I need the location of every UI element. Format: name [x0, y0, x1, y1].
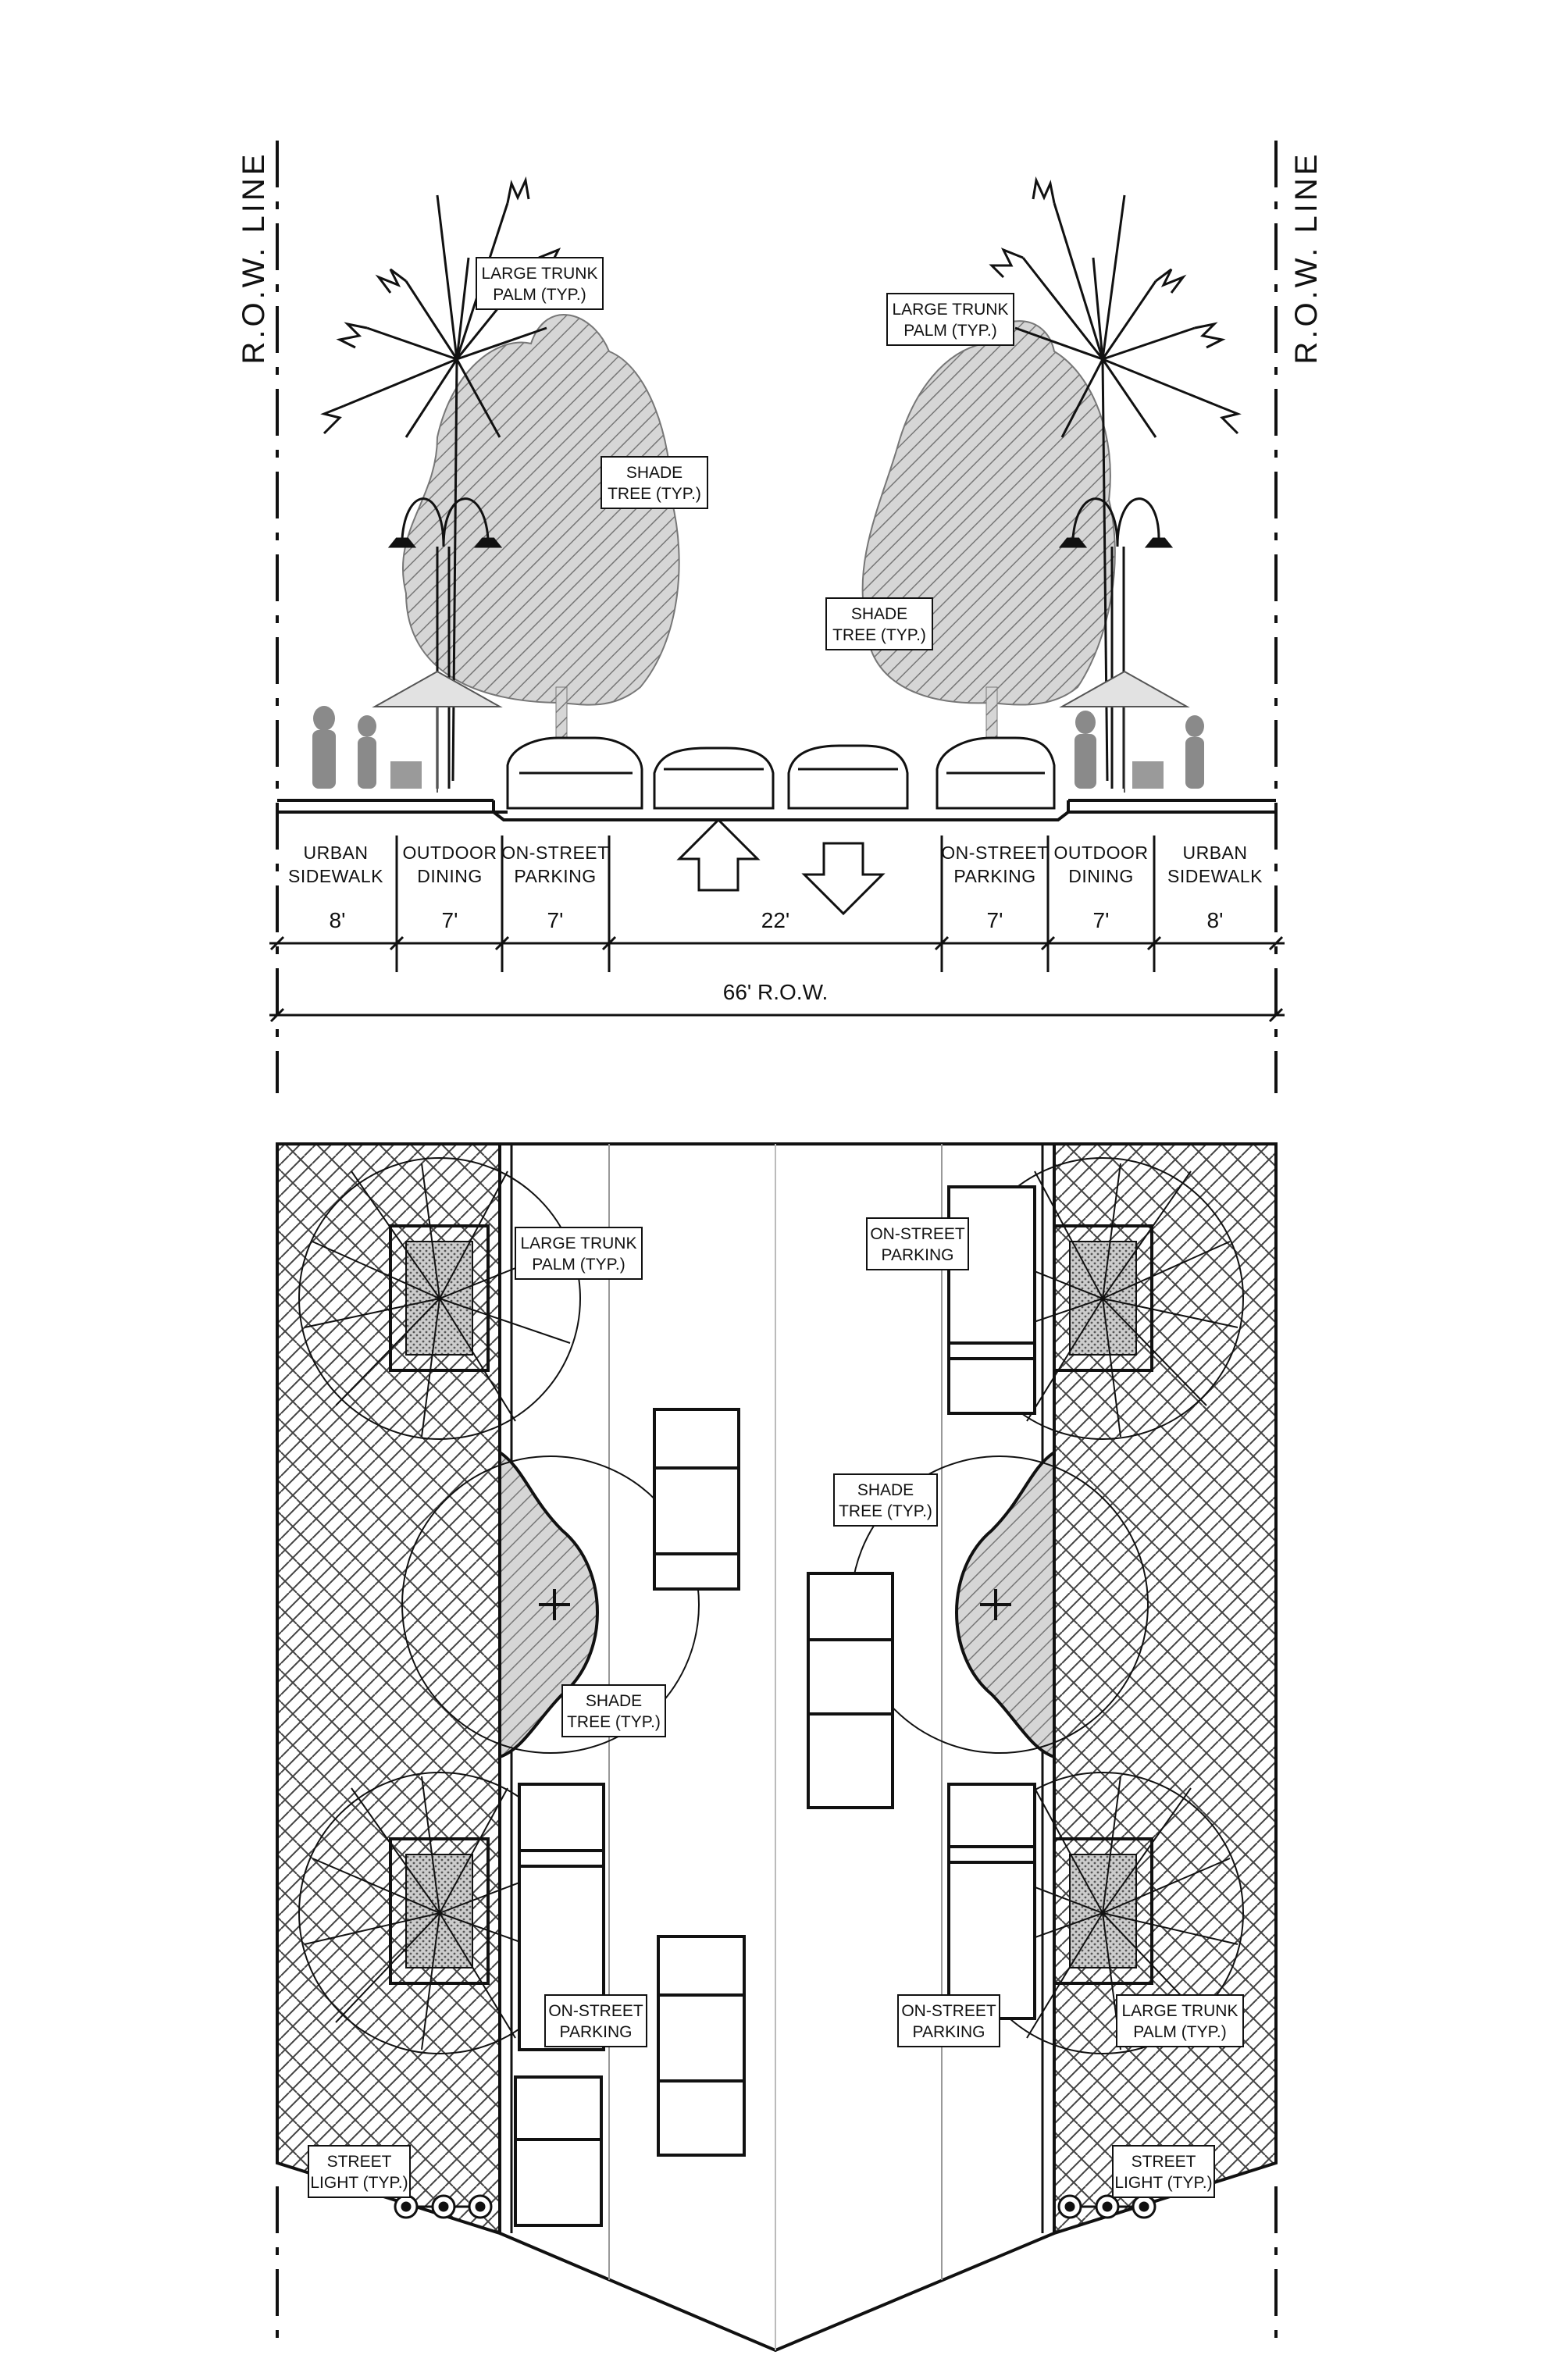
outdoor-dining-right — [1059, 670, 1204, 793]
plan-palm-top-left — [298, 1157, 581, 1440]
row-line-label-right: R.O.W. LINE — [1289, 151, 1324, 365]
zone-dimension-line — [269, 935, 1285, 951]
plan-callout-parking-bottom-right: ON-STREET PARKING — [897, 1994, 1000, 2047]
plan-cars — [514, 1185, 1036, 2227]
svg-text:PARKING: PARKING — [560, 2023, 633, 2041]
total-row-label: 66' R.O.W. — [723, 980, 829, 1004]
zone-labels: URBAN SIDEWALK OUTDOOR DINING ON-STREET … — [288, 843, 1263, 886]
row-line-label-left: R.O.W. LINE — [237, 151, 271, 365]
zone-width-7: 8' — [1207, 908, 1224, 932]
svg-text:PALM (TYP.): PALM (TYP.) — [903, 322, 996, 340]
plan-palm-bottom-right — [961, 1772, 1244, 2054]
zone-label-2a: OUTDOOR — [402, 843, 497, 863]
zone-label-7a: URBAN — [1182, 843, 1247, 863]
svg-text:TREE (TYP.): TREE (TYP.) — [832, 626, 926, 644]
plan-callout-parking-top-right: ON-STREET PARKING — [866, 1217, 969, 1270]
palm-right — [989, 176, 1242, 782]
zone-width-3: 7' — [547, 908, 564, 932]
plan-callout-shade-right: SHADE TREE (TYP.) — [833, 1473, 938, 1527]
zone-dividers — [395, 835, 1156, 972]
zone-label-7b: SIDEWALK — [1167, 866, 1263, 886]
zone-label-3b: PARKING — [514, 866, 596, 886]
car-parked-left — [506, 736, 643, 810]
svg-text:PALM (TYP.): PALM (TYP.) — [493, 286, 586, 304]
zone-label-6b: DINING — [1068, 866, 1134, 886]
zone-label-3a: ON-STREET — [501, 843, 608, 863]
plan-street-light-left — [394, 2194, 493, 2219]
zone-label-6a: OUTDOOR — [1053, 843, 1148, 863]
plan-callout-palm-top-left: LARGE TRUNK PALM (TYP.) — [515, 1227, 643, 1280]
outdoor-dining-left — [312, 670, 503, 793]
plan-callout-light-right: STREET LIGHT (TYP.) — [1112, 2145, 1215, 2198]
svg-text:SHADE: SHADE — [857, 1481, 914, 1499]
svg-text:LIGHT (TYP.): LIGHT (TYP.) — [1114, 2174, 1212, 2192]
svg-text:ON-STREET: ON-STREET — [901, 2002, 996, 2020]
svg-text:SHADE: SHADE — [586, 1692, 642, 1710]
palm-left — [320, 176, 573, 782]
svg-text:LARGE TRUNK: LARGE TRUNK — [521, 1235, 637, 1252]
svg-text:PALM (TYP.): PALM (TYP.) — [1133, 2023, 1226, 2041]
svg-text:LARGE TRUNK: LARGE TRUNK — [1122, 2002, 1238, 2020]
svg-text:PALM (TYP.): PALM (TYP.) — [532, 1256, 625, 1274]
zone-label-1b: SIDEWALK — [288, 866, 383, 886]
zone-width-1: 8' — [330, 908, 346, 932]
plan-callout-shade-left: SHADE TREE (TYP.) — [561, 1684, 666, 1737]
zone-label-1a: URBAN — [303, 843, 368, 863]
plan-callout-light-left: STREET LIGHT (TYP.) — [308, 2145, 411, 2198]
plan-view — [276, 1142, 1278, 2353]
travel-arrow-up — [676, 818, 761, 892]
zone-label-5a: ON-STREET — [941, 843, 1048, 863]
car-travel-right — [787, 744, 909, 810]
svg-text:ON-STREET: ON-STREET — [548, 2002, 643, 2020]
svg-text:STREET: STREET — [1132, 2153, 1196, 2171]
zone-label-5b: PARKING — [953, 866, 1035, 886]
plan-callout-parking-bottom-left: ON-STREET PARKING — [544, 1994, 647, 2047]
callout-shade-right: SHADE TREE (TYP.) — [825, 597, 933, 650]
ground-profile — [277, 799, 1276, 821]
svg-text:PARKING: PARKING — [913, 2023, 985, 2041]
svg-text:SHADE: SHADE — [626, 464, 682, 482]
zone-width-6: 7' — [1093, 908, 1110, 932]
car-travel-left — [653, 746, 775, 810]
callout-palm-left: LARGE TRUNK PALM (TYP.) — [476, 257, 604, 310]
svg-text:STREET: STREET — [327, 2153, 392, 2171]
svg-text:PARKING: PARKING — [882, 1246, 954, 1264]
zone-width-5: 7' — [987, 908, 1003, 932]
zone-widths: 8' 7' 7' 22' 7' 7' 8' — [330, 908, 1224, 932]
callout-shade-left: SHADE TREE (TYP.) — [601, 456, 708, 509]
plan-street-light-right — [1057, 2194, 1156, 2219]
zone-label-2b: DINING — [417, 866, 483, 886]
svg-text:SHADE: SHADE — [851, 605, 907, 623]
svg-text:LIGHT (TYP.): LIGHT (TYP.) — [310, 2174, 408, 2192]
travel-arrow-down — [801, 842, 886, 916]
svg-text:LARGE TRUNK: LARGE TRUNK — [482, 265, 598, 283]
svg-text:TREE (TYP.): TREE (TYP.) — [608, 485, 701, 503]
svg-text:TREE (TYP.): TREE (TYP.) — [567, 1713, 661, 1731]
svg-text:ON-STREET: ON-STREET — [870, 1225, 965, 1243]
callout-palm-right: LARGE TRUNK PALM (TYP.) — [886, 293, 1014, 346]
zone-width-4: 22' — [761, 908, 790, 932]
plan-shade-tree-left-canopy — [401, 1455, 700, 1754]
plan-callout-palm-bottom-right: LARGE TRUNK PALM (TYP.) — [1116, 1994, 1244, 2047]
svg-text:LARGE TRUNK: LARGE TRUNK — [893, 301, 1009, 319]
svg-text:TREE (TYP.): TREE (TYP.) — [839, 1502, 932, 1520]
car-parked-right — [936, 736, 1056, 810]
zone-width-2: 7' — [442, 908, 458, 932]
total-dimension-line — [269, 1007, 1285, 1023]
